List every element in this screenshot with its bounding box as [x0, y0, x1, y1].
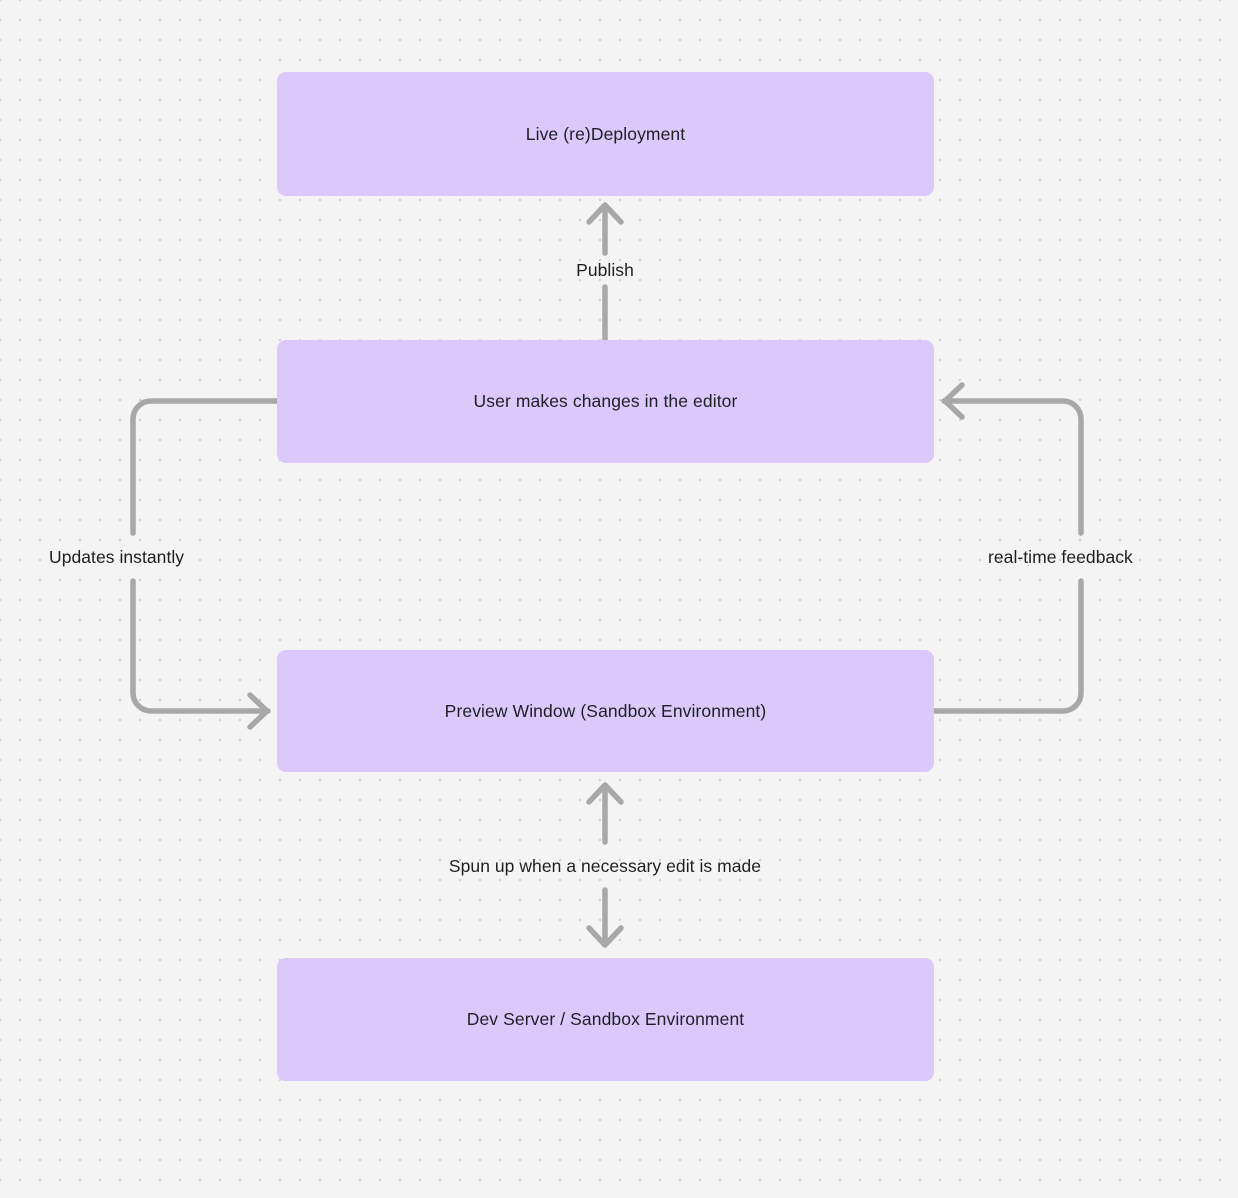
node-preview-window[interactable]: Preview Window (Sandbox Environment) [277, 650, 934, 772]
node-user-edits[interactable]: User makes changes in the editor [277, 340, 934, 463]
edge-label-spun-up: Spun up when a necessary edit is made [448, 856, 762, 876]
edge-label-real-time-feedback: real-time feedback [988, 547, 1133, 567]
node-label: Preview Window (Sandbox Environment) [444, 700, 767, 721]
node-label: Live (re)Deployment [525, 123, 686, 144]
node-label: Dev Server / Sandbox Environment [466, 1009, 745, 1030]
edge-label-publish: Publish [576, 260, 634, 280]
edge-label-updates-instantly: Updates instantly [49, 547, 185, 567]
node-dev-server[interactable]: Dev Server / Sandbox Environment [277, 958, 934, 1081]
node-live-deployment[interactable]: Live (re)Deployment [277, 72, 934, 196]
node-label: User makes changes in the editor [473, 391, 738, 412]
